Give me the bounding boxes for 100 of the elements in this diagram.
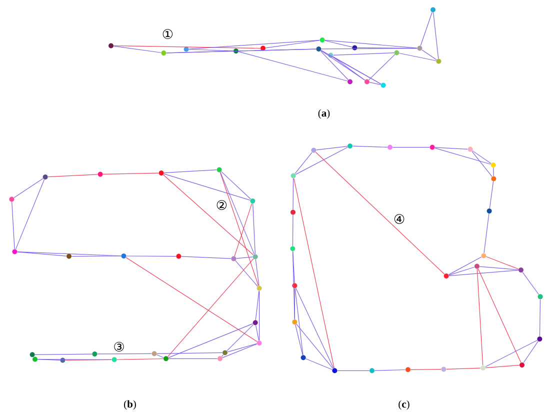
graph-vertex xyxy=(486,208,492,214)
graph-edge xyxy=(102,172,159,175)
graph-edge xyxy=(306,358,332,370)
graph-edge xyxy=(324,40,418,48)
graph-edge xyxy=(294,152,312,174)
graph-edge xyxy=(292,251,295,320)
graph-vertex xyxy=(481,253,486,258)
graph-edge xyxy=(238,51,348,82)
graph-edge xyxy=(156,354,164,358)
graph-vertex xyxy=(290,173,296,178)
graph-edge xyxy=(113,45,261,49)
graph-edge xyxy=(489,181,494,209)
graph-edge xyxy=(522,272,540,295)
graph-edge xyxy=(295,324,303,356)
graph-edge xyxy=(392,146,430,148)
graph-edge xyxy=(448,266,475,276)
graph-vertex xyxy=(394,50,400,56)
graph-edge xyxy=(448,256,482,275)
graph-vertex xyxy=(352,45,358,50)
graph-edge xyxy=(369,82,381,85)
graph-edge xyxy=(116,358,164,360)
graph-vertex xyxy=(388,144,392,150)
graph-vertex xyxy=(12,249,18,254)
graph-edge xyxy=(14,178,44,198)
graph-edge xyxy=(485,340,538,368)
graph-vertex xyxy=(231,256,236,262)
graph-edge xyxy=(368,54,396,80)
graph-edge xyxy=(126,256,176,257)
graph-vertex xyxy=(152,351,157,356)
graph-edge xyxy=(292,214,294,246)
graph-edge xyxy=(296,288,334,369)
graph-vertex xyxy=(518,267,524,272)
graph-edge xyxy=(472,151,492,177)
graph-vertex xyxy=(311,148,316,153)
graph-edge xyxy=(226,324,254,352)
graph-edge xyxy=(17,252,67,256)
graph-vertex xyxy=(260,46,266,51)
graph-vertex xyxy=(380,82,386,88)
graph-edge xyxy=(324,40,352,48)
graph-edge xyxy=(337,370,370,371)
graph-vertex xyxy=(112,357,117,362)
graph-edge xyxy=(255,259,260,286)
graph-edge xyxy=(256,325,260,341)
graph-edge xyxy=(181,256,232,259)
callout-number: ④ xyxy=(394,214,404,224)
graph-vertex xyxy=(444,273,449,278)
graph-vertex xyxy=(164,356,168,362)
graph-edge xyxy=(332,56,366,80)
graph-edge xyxy=(255,290,260,320)
graph-edge xyxy=(17,252,122,256)
graph-edge xyxy=(539,299,541,337)
graph-edge xyxy=(220,172,255,254)
graph-edge xyxy=(252,203,256,254)
graph-edge xyxy=(188,49,234,52)
graph-edge xyxy=(12,202,15,250)
graph-edge xyxy=(188,40,320,50)
graph-edge xyxy=(374,369,406,371)
graph-edge xyxy=(156,352,223,354)
graph-vertex xyxy=(290,246,296,252)
graph-edge xyxy=(167,258,254,357)
graph-edge xyxy=(479,266,519,270)
graph-vertex xyxy=(417,46,422,51)
graph-vertex xyxy=(328,52,334,58)
graph-edge xyxy=(163,174,254,256)
graph-vertex xyxy=(9,196,14,202)
graph-edge xyxy=(433,12,439,59)
graph-edge xyxy=(220,171,252,200)
panel-label: (a) xyxy=(318,109,330,119)
graph-vertex xyxy=(222,350,228,356)
graph-edge xyxy=(486,256,519,270)
graph-edge xyxy=(316,146,348,150)
graph-edge xyxy=(493,167,494,176)
graph-vertex xyxy=(490,162,496,168)
graph-vertex xyxy=(161,50,166,56)
graph-vertex xyxy=(320,38,325,42)
graph-vertex xyxy=(256,340,262,346)
callout-number: ② xyxy=(216,200,227,210)
graph-vertex xyxy=(32,356,38,362)
graph-edge xyxy=(410,369,442,370)
graph-edge xyxy=(472,150,492,164)
graph-edge xyxy=(259,290,260,341)
graph-edge xyxy=(332,56,382,84)
graph-edge xyxy=(37,359,112,360)
graph-vertex xyxy=(491,176,496,182)
graph-edge xyxy=(296,324,334,369)
graph-vertex xyxy=(60,358,66,363)
graph-edge xyxy=(476,268,484,366)
graph-edge xyxy=(164,170,217,174)
graph-edge xyxy=(434,148,491,165)
graph-edge xyxy=(37,359,60,360)
graph-edge xyxy=(34,354,92,355)
graph-vertex xyxy=(158,170,164,176)
graph-vertex xyxy=(436,58,442,64)
graph-vertex xyxy=(92,351,98,356)
graph-edge xyxy=(292,178,294,210)
graph-edge xyxy=(97,353,152,354)
graph-edge xyxy=(294,288,304,356)
graph-edge xyxy=(434,147,468,150)
graph-vertex xyxy=(441,366,446,372)
graph-edge xyxy=(320,50,348,80)
